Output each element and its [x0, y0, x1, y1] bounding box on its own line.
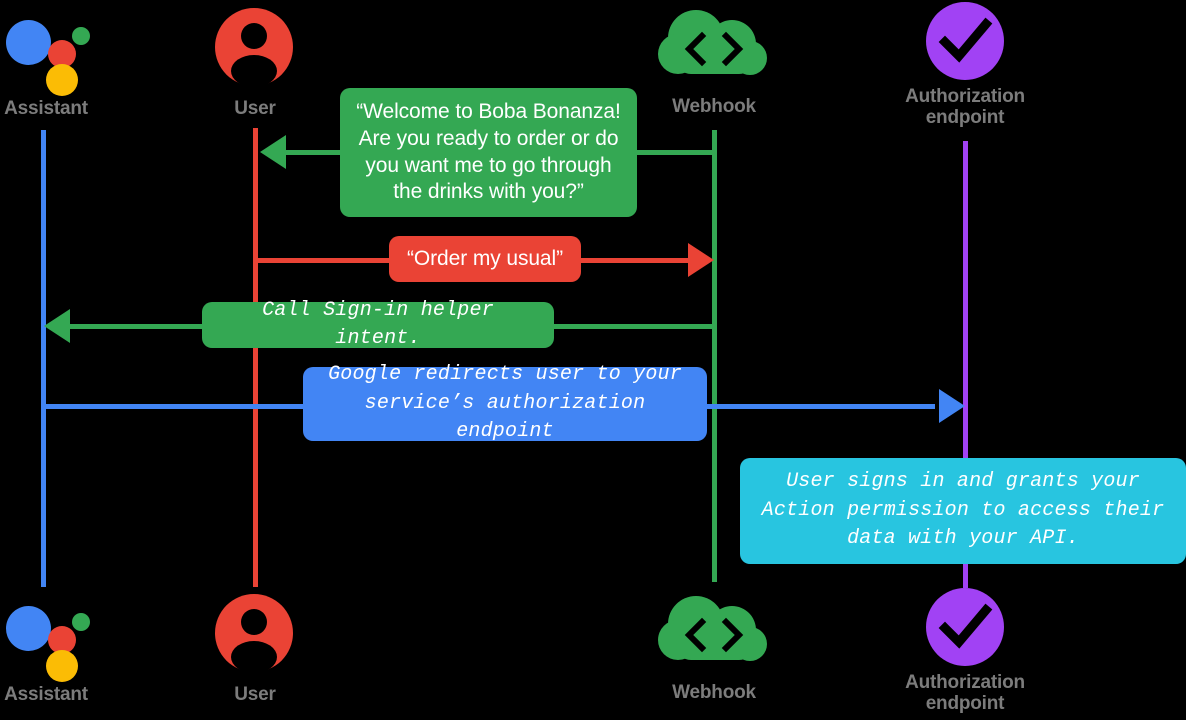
message-bubble-welcome[interactable]: “Welcome to Boba Bonanza! Are you ready … — [340, 88, 637, 217]
message-line-order-tail — [580, 258, 689, 263]
actor-label-auth-top: Authorization endpoint — [905, 86, 1025, 129]
user-avatar-icon — [215, 8, 293, 87]
assistant-dot-green-bottom — [72, 613, 90, 631]
message-bubble-redirect[interactable]: Google redirects user to your service’s … — [303, 363, 707, 443]
message-line-redirect-tail — [705, 404, 935, 409]
assistant-dot-yellow — [46, 64, 78, 96]
assistant-dot-red-bottom — [48, 626, 76, 654]
message-line-welcome — [636, 150, 714, 155]
google-assistant-icon — [4, 10, 90, 96]
google-assistant-icon-bottom — [4, 596, 90, 682]
purple-check-circle-icon-bottom — [926, 588, 1004, 666]
message-arrowhead-order — [688, 243, 714, 277]
lifeline-assistant — [41, 130, 46, 587]
actor-label-user-top: User — [234, 98, 276, 119]
message-line-signin-tail — [552, 324, 714, 329]
cloud-code-icon — [656, 8, 772, 86]
message-bubble-user-signin-note[interactable]: User signs in and grants your Action per… — [740, 458, 1186, 564]
lifeline-user — [253, 128, 258, 587]
actor-label-assistant-bottom: Assistant — [4, 684, 88, 705]
assistant-dot-blue — [6, 20, 51, 65]
user-avatar-icon-bottom — [215, 594, 293, 673]
actor-label-webhook-bottom: Webhook — [672, 682, 756, 703]
message-arrowhead-redirect — [939, 389, 965, 423]
cloud-code-icon-bottom — [656, 594, 772, 672]
message-bubble-signin[interactable]: Call Sign-in helper intent. — [202, 299, 554, 350]
message-bubble-order[interactable]: “Order my usual” — [389, 236, 581, 282]
message-arrowhead-welcome — [260, 135, 286, 169]
message-line-welcome-stub — [286, 150, 342, 155]
actor-label-assistant-top: Assistant — [4, 98, 88, 119]
actor-label-auth-bottom: Authorization endpoint — [905, 672, 1025, 715]
assistant-dot-green — [72, 27, 90, 45]
message-line-signin — [70, 324, 206, 329]
message-line-order — [255, 258, 391, 263]
lifeline-auth — [963, 141, 968, 588]
actor-label-user-bottom: User — [234, 684, 276, 705]
lifeline-webhook — [712, 130, 717, 582]
assistant-dot-yellow-bottom — [46, 650, 78, 682]
message-line-redirect — [41, 404, 307, 409]
message-arrowhead-signin — [44, 309, 70, 343]
actor-label-webhook-top: Webhook — [672, 96, 756, 117]
assistant-dot-blue-bottom — [6, 606, 51, 651]
assistant-dot-red — [48, 40, 76, 68]
purple-check-circle-icon — [926, 2, 1004, 80]
